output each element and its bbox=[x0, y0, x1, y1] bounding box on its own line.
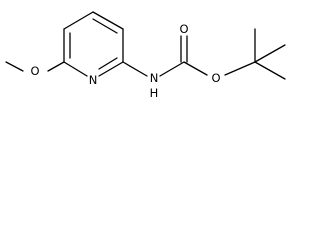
bond-tbutyl-methyl-right bbox=[254, 44, 286, 63]
molecule-structure: O N N H O O bbox=[5, 11, 286, 100]
bond-ring-n-c6 bbox=[63, 61, 88, 77]
bond-amine-carbonyl bbox=[159, 61, 185, 77]
bond-ring-c2-n bbox=[98, 61, 124, 77]
bond-carbonyl-ester-oxygen bbox=[183, 61, 208, 76]
bond-ring-c5-c4 bbox=[63, 11, 94, 30]
atom-label-ring-nitrogen: N bbox=[89, 73, 98, 87]
bond-ring-amine bbox=[122, 61, 148, 77]
bond-ester-oxygen-tbutyl bbox=[224, 61, 256, 76]
bond-oxygen-ring bbox=[47, 61, 65, 72]
bond-ring-c4-c3-inner bbox=[92, 18, 118, 34]
atom-label-carbonyl-oxygen: O bbox=[179, 22, 188, 36]
atom-label-amide-hydrogen: H bbox=[150, 86, 159, 100]
bond-methyl-oxygen bbox=[5, 61, 24, 72]
atom-label-ester-oxygen: O bbox=[211, 71, 220, 85]
atom-label-amide-nitrogen: N bbox=[150, 71, 159, 85]
bond-tbutyl-methyl-down bbox=[254, 61, 286, 80]
atom-label-methoxy-oxygen: O bbox=[30, 64, 39, 78]
bond-ring-c2-n-inner bbox=[98, 57, 118, 70]
bond-ring-c4-c3 bbox=[92, 11, 124, 30]
